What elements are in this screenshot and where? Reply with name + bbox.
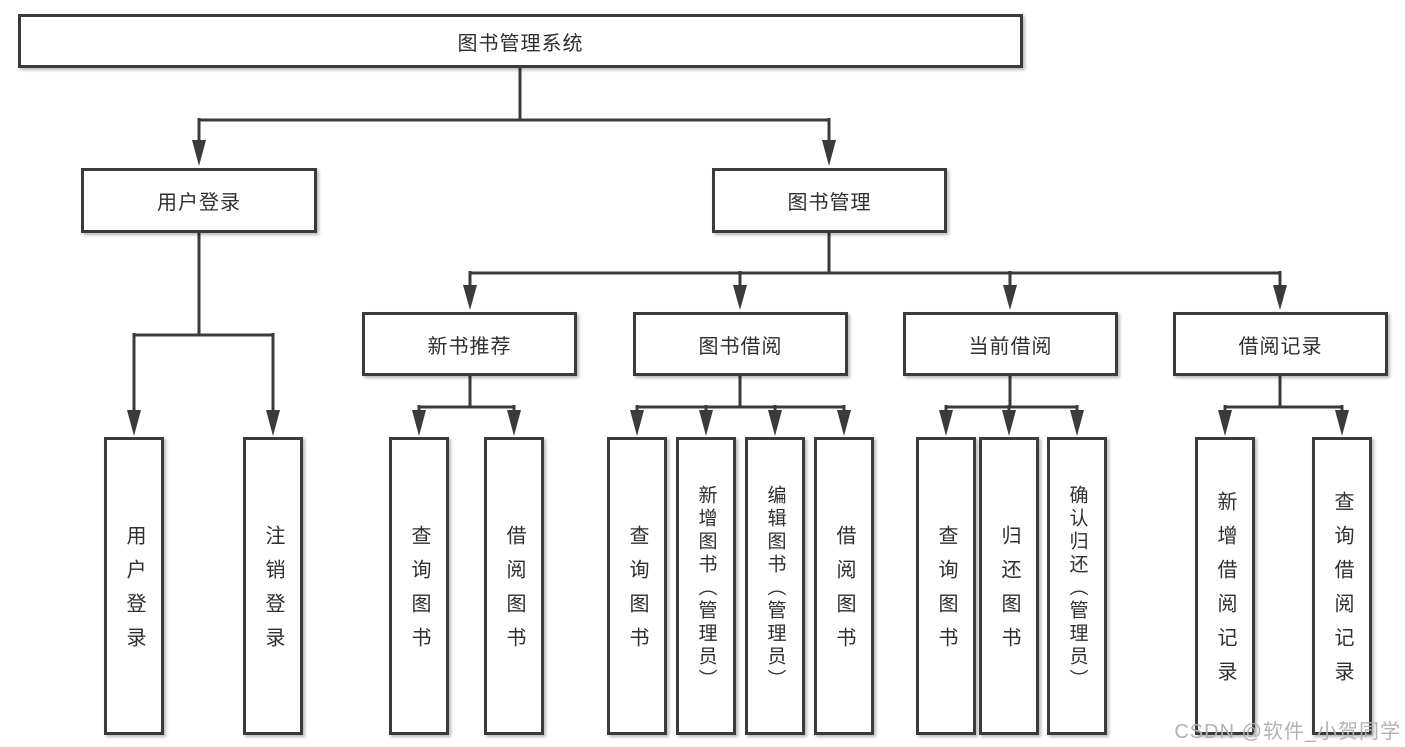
node-new-book-recommend: 新书推荐 [362,312,577,376]
leaf-add-borrow-record: 新增借阅记录 [1195,437,1255,735]
node-label: 归还图书 [998,525,1020,661]
leaf-edit-books-admin: 编辑图书（管理员） [745,437,805,735]
watermark: CSDN @软件_小贺同学 [1174,721,1401,743]
node-label: 编辑图书（管理员） [764,484,786,692]
node-label: 新增借阅记录 [1214,491,1236,695]
node-label: 查询图书 [626,525,648,661]
node-library-system: 图书管理系统 [18,14,1023,68]
node-label: 图书管理系统 [457,32,584,55]
leaf-user-login: 用户登录 [104,437,164,735]
leaf-borrow-books: 借阅图书 [814,437,874,735]
node-label: 图书管理 [787,192,872,214]
node-label: 借阅记录 [1238,335,1323,358]
node-label: 新书推荐 [427,335,512,358]
node-label: 用户登录 [123,525,145,661]
node-label: 图书借阅 [698,335,783,358]
node-label: 新增图书（管理员） [695,484,717,692]
node-label: 借阅图书 [833,525,855,661]
node-book-management: 图书管理 [712,168,947,233]
node-user-login: 用户登录 [81,168,317,233]
node-current-borrow: 当前借阅 [903,312,1118,376]
node-label: 查询图书 [408,525,430,661]
leaf-query-books-borrow: 查询图书 [607,437,667,735]
node-label: 确认归还（管理员） [1066,484,1088,692]
node-label: 当前借阅 [968,335,1053,358]
node-label: 查询借阅记录 [1331,491,1353,695]
node-borrow-records: 借阅记录 [1173,312,1388,376]
leaf-logout-login: 注销登录 [243,437,303,735]
leaf-query-books-recommend: 查询图书 [389,437,449,735]
node-label: 用户登录 [157,192,241,214]
node-book-borrow: 图书借阅 [633,312,848,376]
leaf-query-books-current: 查询图书 [916,437,976,735]
node-label: 注销登录 [262,525,284,661]
leaf-add-books-admin: 新增图书（管理员） [676,437,736,735]
leaf-borrow-books-recommend: 借阅图书 [484,437,544,735]
leaf-return-books: 归还图书 [979,437,1039,735]
leaf-query-borrow-record: 查询借阅记录 [1312,437,1372,735]
leaf-confirm-return-admin: 确认归还（管理员） [1047,437,1107,735]
node-label: 查询图书 [935,525,957,661]
node-label: 借阅图书 [503,525,525,661]
